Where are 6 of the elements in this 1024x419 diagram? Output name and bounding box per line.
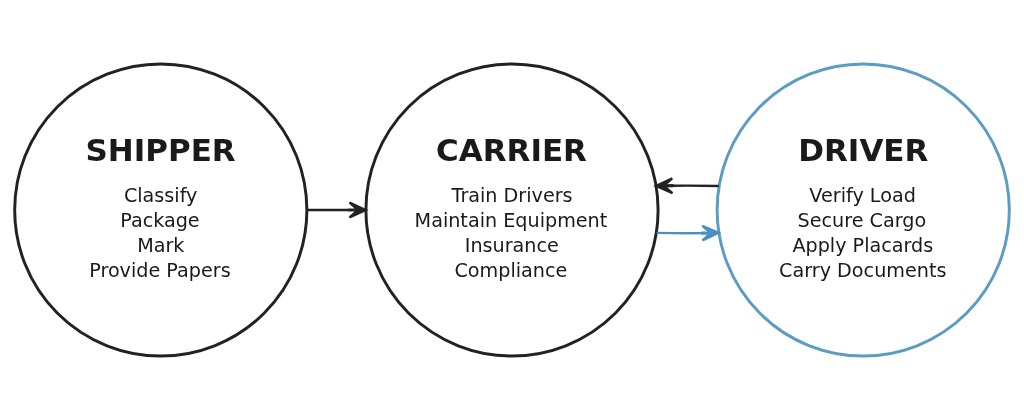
node-circle: CARRIER Train Drivers Maintain Equipment Insurance Compliance bbox=[364, 61, 660, 358]
node-circle: SHIPPER Classify Package Mark Provide Papers bbox=[13, 61, 309, 358]
arrow bbox=[656, 224, 720, 242]
arrow bbox=[654, 176, 719, 194]
node-circle: DRIVER Verify Load Secure Cargo Apply Placards Carry Documents bbox=[715, 61, 1011, 358]
arrow bbox=[306, 201, 367, 218]
